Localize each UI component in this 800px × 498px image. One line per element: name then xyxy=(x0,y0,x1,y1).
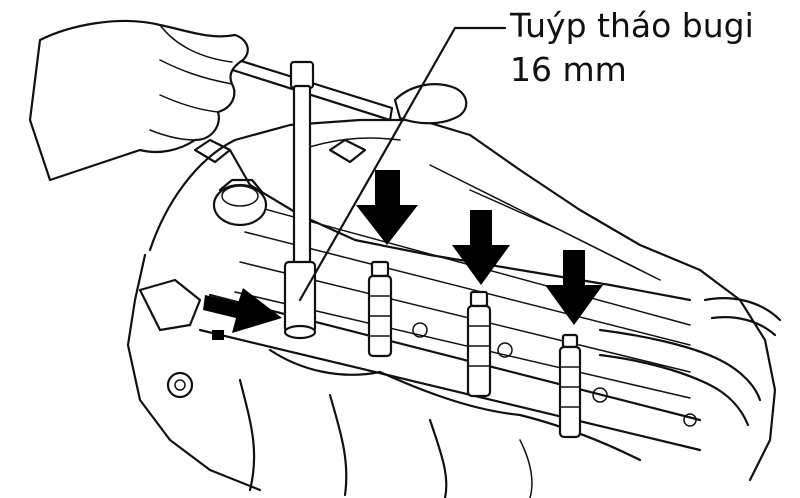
down-arrow-icon xyxy=(545,250,603,325)
small-marker xyxy=(212,330,224,340)
spark-plug xyxy=(367,260,393,358)
down-arrow-icon xyxy=(356,170,418,245)
socket-size-callout: Tuýp tháo bugi 16 mm xyxy=(510,4,754,92)
hand xyxy=(28,19,468,182)
callout-line-2: 16 mm xyxy=(510,50,627,89)
right-arrow-icon xyxy=(203,288,282,333)
spark-plug xyxy=(466,290,492,398)
callout-line-1: Tuýp tháo bugi xyxy=(510,6,754,45)
down-arrow-icon xyxy=(452,210,510,285)
callout-leader-line xyxy=(298,26,507,302)
spark-plug-socket-wrench xyxy=(218,53,394,340)
spark-plug xyxy=(558,333,582,439)
